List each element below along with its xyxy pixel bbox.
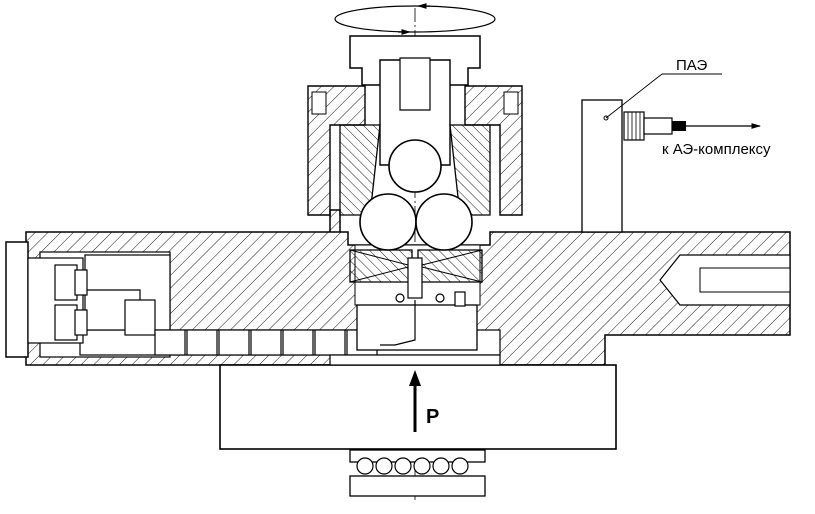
lower-holder bbox=[356, 291, 478, 351]
output-label: к АЭ-комплексу bbox=[662, 141, 771, 158]
acoustic-emission-sensor bbox=[581, 73, 761, 233]
thrust-bearing bbox=[349, 449, 486, 497]
test-balls bbox=[359, 139, 473, 251]
heater-segments bbox=[154, 329, 378, 356]
bottom-left-ball bbox=[359, 193, 417, 251]
top-ball bbox=[388, 139, 442, 193]
sensor-label: ПАЭ bbox=[676, 57, 707, 74]
loading-table bbox=[219, 354, 617, 450]
left-end-block bbox=[5, 241, 171, 358]
force-label: P bbox=[426, 406, 439, 428]
load-arrow bbox=[409, 370, 421, 432]
bottom-right-ball bbox=[415, 193, 473, 251]
